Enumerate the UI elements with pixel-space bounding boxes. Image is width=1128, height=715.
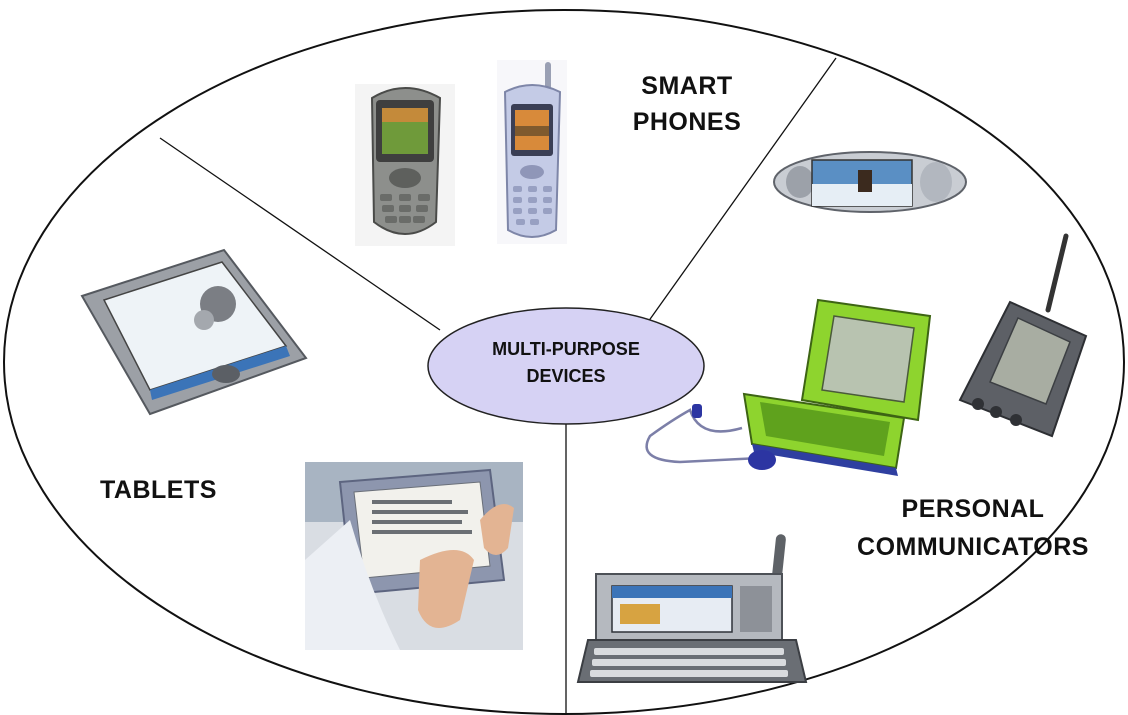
pda-antenna-image xyxy=(958,233,1088,438)
smart-phones-label-line1: SMART xyxy=(641,72,733,100)
personal-communicators-label-line2: COMMUNICATORS xyxy=(857,533,1089,561)
oval-communicator-image xyxy=(773,151,967,213)
green-clamshell-image xyxy=(645,298,932,476)
personal-communicators-label-line1: PERSONAL xyxy=(901,495,1045,523)
personal-communicators-label: PERSONAL COMMUNICATORS xyxy=(828,490,1118,566)
outer-ellipse xyxy=(3,9,1125,715)
center-label-line2: DEVICES xyxy=(526,366,606,386)
center-ellipse xyxy=(427,307,705,425)
tablet-device-image xyxy=(80,248,308,416)
divider-smartphones-communicators xyxy=(647,57,837,323)
smart-phones-label: SMART PHONES xyxy=(612,68,762,140)
divider-tablets-smartphones xyxy=(159,137,441,331)
smart-phones-label-line2: PHONES xyxy=(632,108,742,136)
tablet-hands-image xyxy=(305,462,523,650)
keyboard-communicator-image xyxy=(576,534,808,683)
center-label-line1: MULTI-PURPOSE xyxy=(492,339,640,359)
tablets-label: TABLETS xyxy=(100,476,217,504)
smartphone-gray-image xyxy=(355,84,455,246)
center-label: MULTI-PURPOSE DEVICES xyxy=(430,336,702,390)
smartphone-blue-image xyxy=(497,60,567,244)
